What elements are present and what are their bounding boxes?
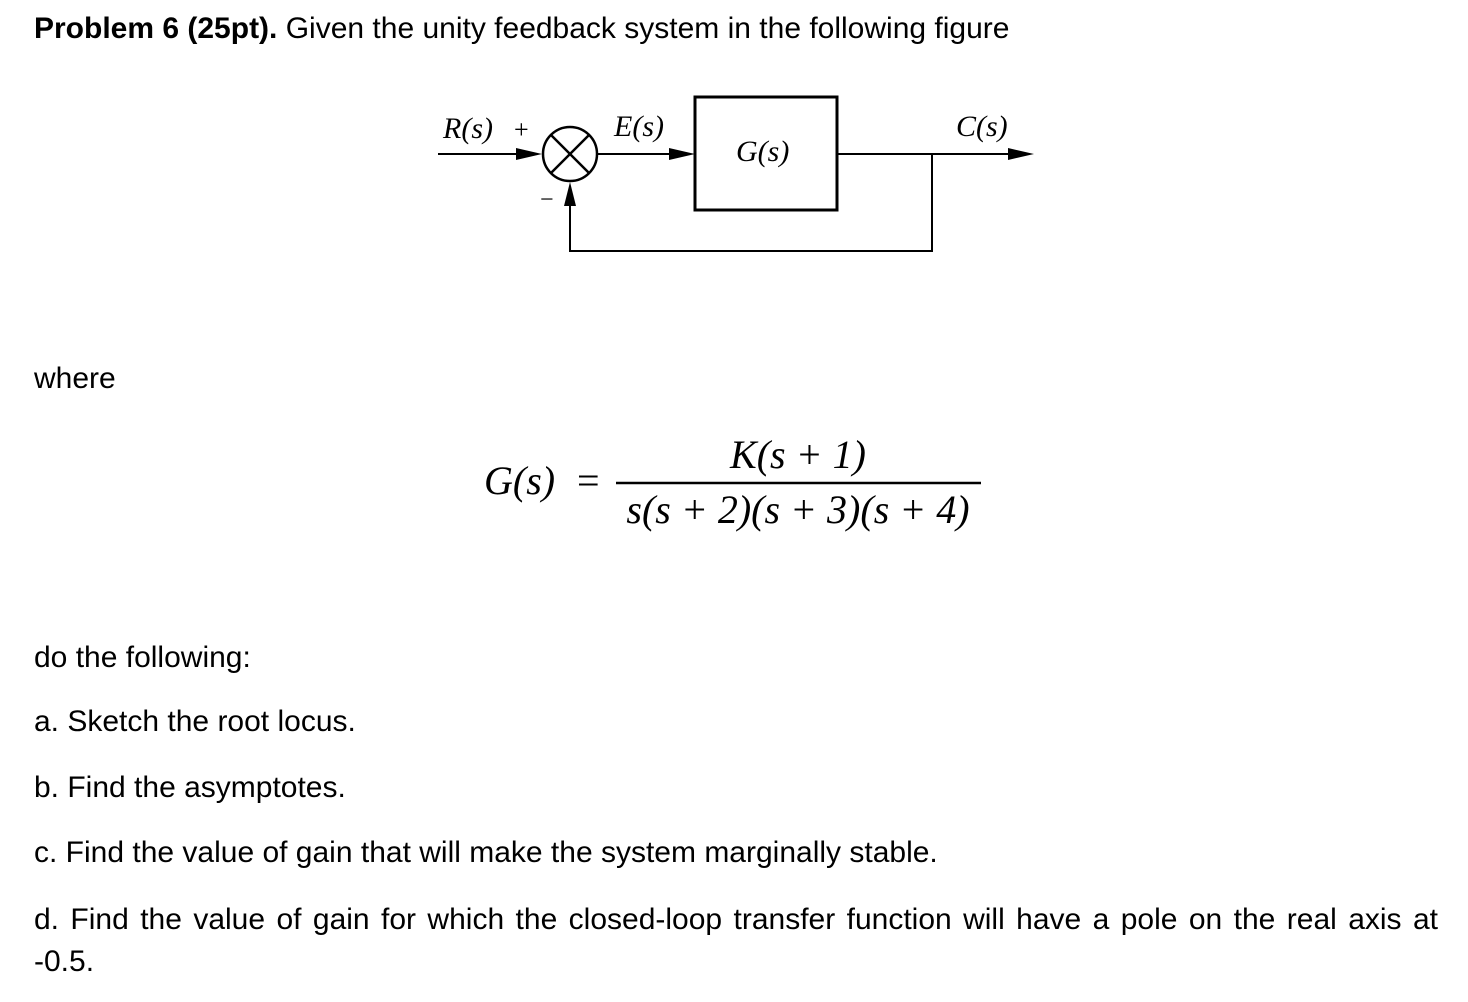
output-label: C(s): [956, 110, 1008, 143]
feedback-path: [569, 154, 933, 252]
block-label: G(s): [736, 135, 789, 168]
problem-intro: Given the unity feedback system in the f…: [277, 12, 1010, 45]
summing-junction-cross-2: [550, 134, 590, 174]
output-arrowhead: [1008, 148, 1034, 160]
instruction-item-c: c. Find the value of gain that will make…: [34, 836, 938, 869]
plant-block: [693, 95, 839, 212]
input-label: R(s): [442, 112, 493, 145]
instruction-item-d: d. Find the value of gain for which the …: [34, 903, 1438, 978]
error-label: E(s): [613, 110, 664, 143]
problem-statement: Problem 6 (25pt). Given the unity feedba…: [34, 11, 1009, 47]
where-text: where: [34, 362, 116, 395]
feedback-arrowhead: [564, 182, 576, 206]
instruction-item-a: a. Sketch the root locus.: [34, 705, 356, 738]
instructions-lead: do the following:: [34, 641, 251, 674]
error-arrowhead: [669, 148, 695, 160]
problem-heading: Problem 6 (25pt).: [34, 12, 278, 45]
input-arrowhead: [516, 148, 542, 160]
equation-denominator: s(s + 2)(s + 3)(s + 4): [626, 487, 969, 532]
equation-numerator: K(s + 1): [729, 432, 866, 477]
equation-equals: =: [577, 458, 600, 503]
minus-sign: −: [540, 187, 554, 213]
plus-sign: +: [514, 115, 529, 144]
instruction-item-b: b. Find the asymptotes.: [34, 771, 346, 804]
equation-lhs: G(s): [484, 458, 555, 503]
